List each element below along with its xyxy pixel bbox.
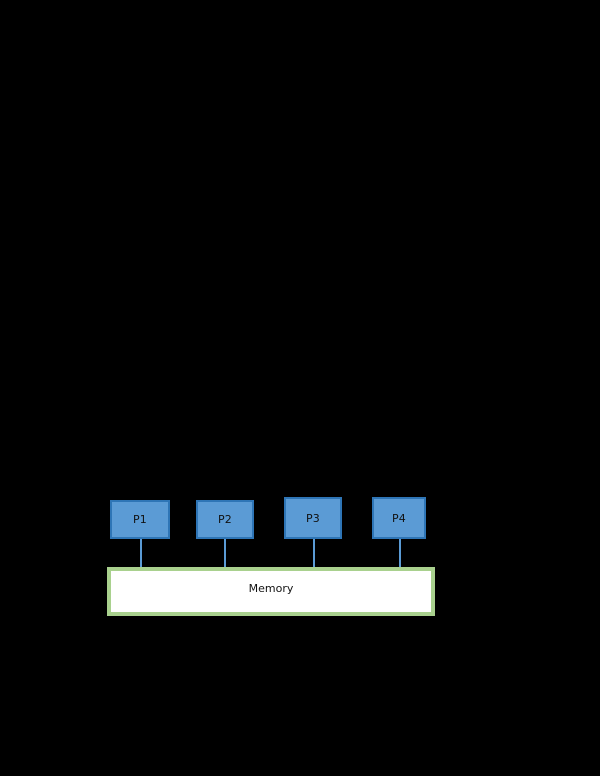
processor-label-p3: P3 xyxy=(305,511,321,525)
processor-label-p1: P1 xyxy=(132,513,148,526)
processor-node-p1[interactable]: P1 xyxy=(110,500,170,539)
connector-line-p3 xyxy=(313,539,315,567)
connector-line-p1 xyxy=(140,539,142,567)
memory-bar[interactable]: Memory xyxy=(107,567,435,616)
connector-line-p2 xyxy=(224,539,226,567)
processor-label-p4: P4 xyxy=(391,511,407,525)
memory-label: Memory xyxy=(248,582,294,595)
processor-node-p3[interactable]: P3 xyxy=(284,497,342,539)
processor-label-p2: P2 xyxy=(217,513,233,526)
processor-node-p2[interactable]: P2 xyxy=(196,500,254,539)
processor-node-p4[interactable]: P4 xyxy=(372,497,426,539)
connector-line-p4 xyxy=(399,539,401,567)
